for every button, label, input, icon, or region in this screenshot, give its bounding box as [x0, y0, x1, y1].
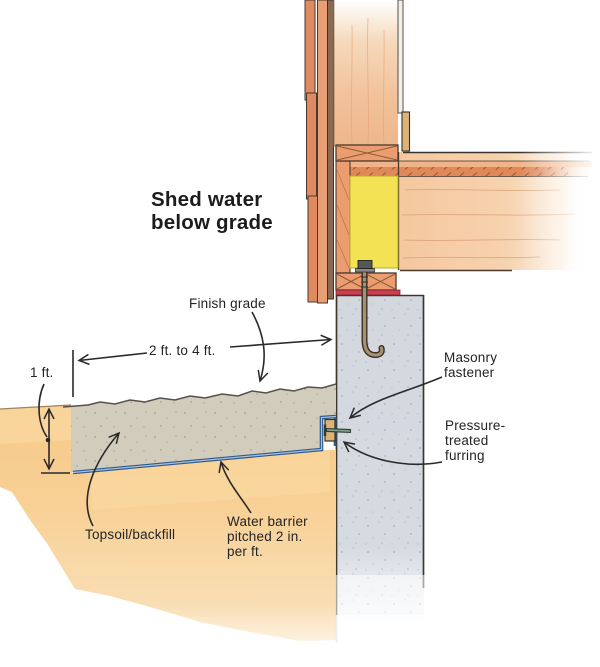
diagram-title: Shed water below grade — [151, 188, 273, 234]
label-finish-grade: Finish grade — [189, 296, 266, 311]
floor-framing — [335, 140, 600, 280]
masonry-fastener-line-1: Masonry — [444, 350, 498, 365]
bottom-plate — [335, 144, 399, 162]
water-barrier-line-3: per ft. — [227, 544, 263, 559]
width-dim-left — [77, 352, 148, 366]
rim-joist — [335, 160, 351, 274]
furring-leader — [342, 440, 443, 465]
sill-seal — [335, 289, 401, 296]
masonry-fastener-line-2: fastener — [444, 365, 495, 380]
foundation-wall — [335, 294, 427, 655]
furring-line-2: treated — [445, 433, 489, 448]
furring-line-3: furring — [445, 448, 485, 463]
finish-grade-line — [62, 383, 337, 408]
water-barrier-line-2: pitched 2 in. — [227, 529, 303, 544]
label-depth-dimension: 1 ft. — [30, 365, 54, 380]
masonry-fastener-leader — [348, 376, 443, 420]
masonry-fastener-screw — [323, 424, 352, 436]
water-barrier-line-1: Water barrier — [227, 514, 308, 529]
water-barrier-leader — [218, 460, 252, 514]
title-line-2: below grade — [151, 211, 273, 234]
topsoil-leader — [86, 431, 121, 527]
subfloor — [336, 167, 574, 176]
siding — [304, 0, 328, 304]
sheathing — [327, 0, 334, 300]
width-dim-right — [229, 334, 333, 348]
interior-wall-finish — [397, 0, 411, 152]
title-line-1: Shed water — [151, 188, 263, 211]
wall-stud-bay — [333, 0, 398, 147]
baseboard — [401, 111, 411, 152]
label-topsoil-backfill: Topsoil/backfill — [85, 527, 176, 542]
finish-grade-leader — [251, 311, 269, 383]
label-water-barrier: Water barrier pitched 2 in. per ft. — [227, 514, 308, 559]
label-masonry-fastener: Masonry fastener — [444, 350, 497, 380]
bolt-washer — [355, 268, 375, 273]
depth-leader-dot — [45, 437, 51, 443]
anchor-bolt — [355, 260, 385, 359]
furring-line-1: Pressure- — [445, 418, 506, 433]
label-width-dimension: 2 ft. to 4 ft. — [149, 343, 216, 358]
label-pressure-treated-furring: Pressure- treated furring — [445, 418, 505, 463]
bolt-nut — [357, 260, 373, 269]
topsoil-layer — [62, 383, 337, 472]
rim-insulation — [349, 175, 399, 269]
